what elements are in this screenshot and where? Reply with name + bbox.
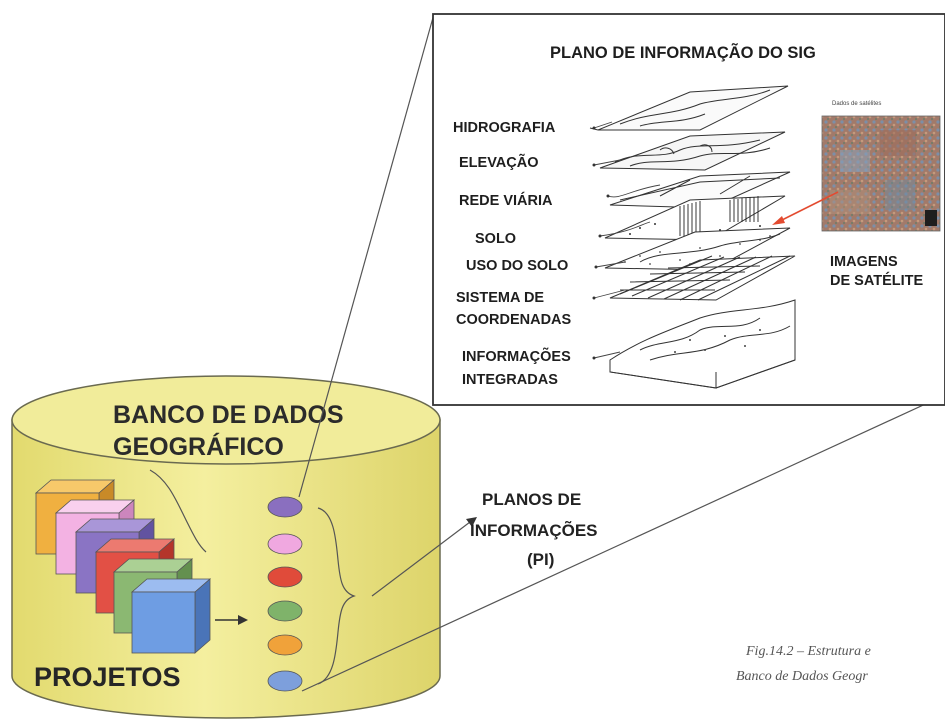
satellite-arrow xyxy=(772,191,839,225)
project-cube xyxy=(130,578,212,654)
cubes-brace xyxy=(149,469,207,553)
planes-arrow xyxy=(371,517,477,597)
satellite-texture xyxy=(830,130,937,226)
plane-ellipse xyxy=(267,566,303,588)
layer-label-uso-do-solo: USO DO SOLO xyxy=(466,258,568,274)
plane-ellipse xyxy=(267,533,303,555)
project-cubes xyxy=(34,479,212,654)
zoom-line-upper xyxy=(298,13,435,498)
leader-dots xyxy=(592,126,610,360)
plane-ellipses xyxy=(267,496,303,692)
panel-title: PLANO DE INFORMAÇÃO DO SIG xyxy=(550,42,816,62)
planes-brace xyxy=(317,507,356,685)
layer-label-informacoes-line1: INFORMAÇÕES xyxy=(462,347,571,365)
layer-label-informacoes-line2: INTEGRADAS xyxy=(462,372,558,388)
database-cylinder xyxy=(11,375,441,719)
plane-ellipse xyxy=(267,634,303,656)
figure-caption-line1: Fig.14.2 – Estrutura e xyxy=(745,644,871,659)
plane-ellipse xyxy=(267,600,303,622)
satellite-small-caption: Dados de satélites xyxy=(832,101,881,107)
cubes-to-planes-arrow xyxy=(215,615,248,625)
database-title-line1: BANCO DE DADOS xyxy=(113,401,344,429)
figure-caption-line2: Banco de Dados Geogr xyxy=(736,669,868,684)
layer-leader-lines xyxy=(593,121,661,359)
plane-ellipse xyxy=(267,496,303,518)
planes-label-line1: PLANOS DE xyxy=(482,490,581,509)
layer-label-rede-viaria: REDE VIÁRIA xyxy=(459,192,553,209)
layer-label-sistema-line2: COORDENADAS xyxy=(456,312,572,328)
layer-label-sistema-line1: SISTEMA DE xyxy=(456,290,544,306)
planes-label-line2: INFORMAÇÕES xyxy=(470,520,598,540)
layer-label-elevacao: ELEVAÇÃO xyxy=(459,153,539,171)
zoom-line-lower xyxy=(301,394,945,692)
projects-label: PROJETOS xyxy=(34,662,181,692)
database-title-line2: GEOGRÁFICO xyxy=(113,432,284,461)
layer-label-hidrografia: HIDROGRAFIA xyxy=(453,120,556,136)
plane-ellipse xyxy=(267,670,303,692)
satellite-label-line1: IMAGENS xyxy=(830,254,898,270)
planes-label-line3: (PI) xyxy=(527,550,554,569)
satellite-label-line2: DE SATÉLITE xyxy=(830,272,924,289)
layer-label-solo: SOLO xyxy=(475,231,516,247)
